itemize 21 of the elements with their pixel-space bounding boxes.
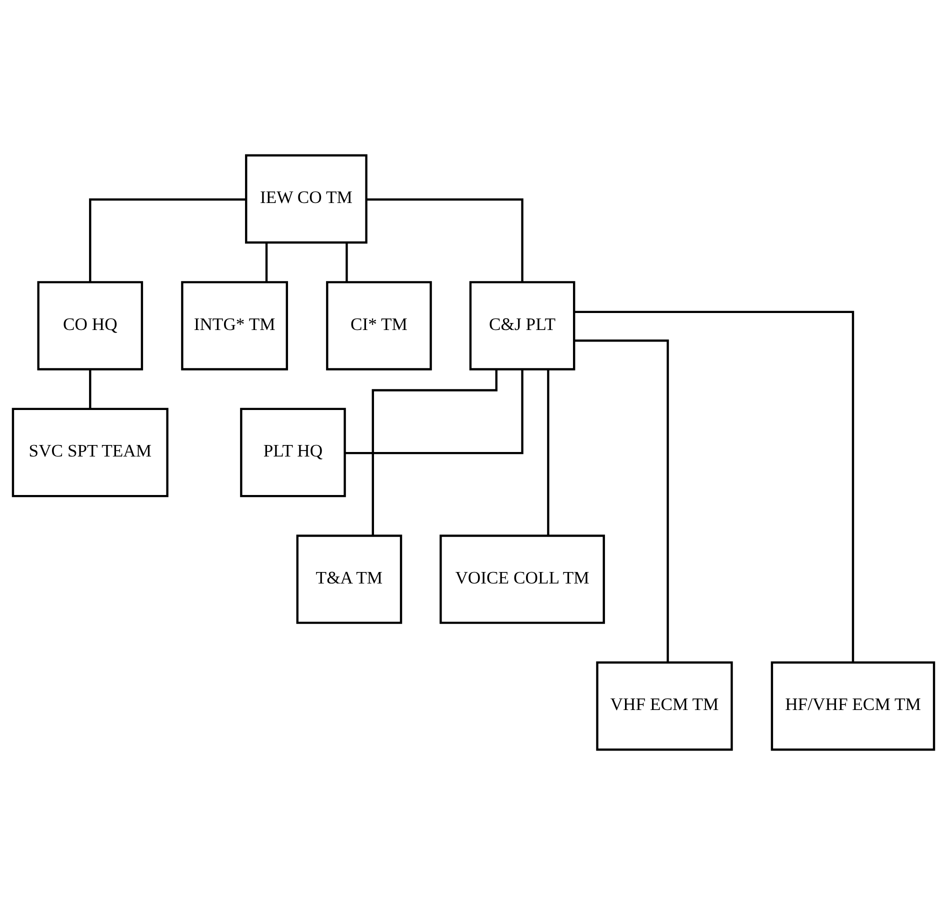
node-box: INTG* TM <box>181 280 288 370</box>
connector <box>574 339 669 662</box>
connector <box>345 369 524 454</box>
node-box: SVC SPT TEAM <box>12 407 168 497</box>
node-box: CO HQ <box>37 280 144 370</box>
node-box: PLT HQ <box>240 407 346 497</box>
connector <box>366 198 524 282</box>
node-box: VHF ECM TM <box>596 660 733 750</box>
connector <box>89 368 92 408</box>
connector <box>547 368 550 535</box>
connector <box>265 242 268 282</box>
connector <box>574 310 854 662</box>
connector <box>89 198 246 282</box>
node-box: IEW CO TM <box>245 154 368 244</box>
connector <box>372 368 498 535</box>
node-box: CI* TM <box>326 280 432 370</box>
connector <box>346 242 348 282</box>
node-box: VOICE COLL TM <box>440 534 605 624</box>
node-box: T&A TM <box>296 534 402 624</box>
node-box: C&J PLT <box>469 280 576 370</box>
node-box: HF/VHF ECM TM <box>770 660 936 750</box>
